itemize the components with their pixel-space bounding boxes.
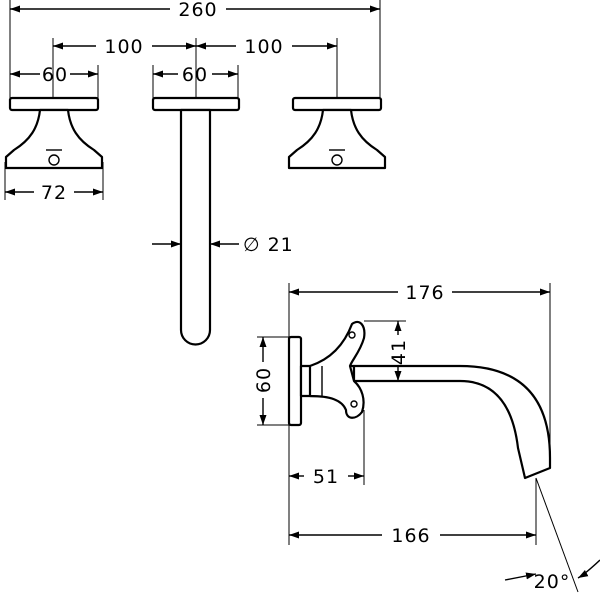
dimension-label-20-degrees: 20° <box>534 571 571 593</box>
right-handle-top-view <box>287 96 387 170</box>
spout-top-view <box>151 96 241 346</box>
faucet-side-view <box>287 320 552 480</box>
dimension-handle-height: 41 <box>388 321 410 381</box>
dimension-label-diameter: ∅ 21 <box>243 234 294 256</box>
dimension-spout-projection: 176 <box>289 282 550 304</box>
dimension-spout-flange-width: 60 <box>153 64 238 86</box>
dimension-label-166: 166 <box>391 525 430 547</box>
dimension-spout-angle: 20° <box>504 559 600 593</box>
dimension-label-60-spout: 60 <box>182 64 208 86</box>
dimension-label-51: 51 <box>313 466 339 488</box>
dimension-label-100-right: 100 <box>244 36 283 58</box>
dimension-flange-height: 60 <box>253 337 275 425</box>
dimension-label-100-left: 100 <box>104 36 143 58</box>
dimension-label-72: 72 <box>41 182 67 204</box>
dimension-spacing-left: 100 <box>53 36 196 58</box>
dimension-spout-reach: 166 <box>289 525 536 547</box>
dimension-spacing-right: 100 <box>196 36 337 58</box>
dimension-label-260: 260 <box>178 0 217 21</box>
dimension-handle-flange-width: 60 <box>10 64 98 86</box>
dimension-handle-depth: 51 <box>289 466 364 488</box>
dimension-label-41: 41 <box>388 339 410 365</box>
dimension-handle-width: 72 <box>5 182 103 204</box>
dimension-spout-diameter: ∅ 21 <box>152 234 294 256</box>
dimension-overall-width: 260 <box>10 0 380 21</box>
dimension-label-60-vertical: 60 <box>253 367 275 393</box>
dimension-label-176: 176 <box>405 282 444 304</box>
left-handle-top-view <box>4 96 104 170</box>
dimension-label-60-handle: 60 <box>42 64 68 86</box>
